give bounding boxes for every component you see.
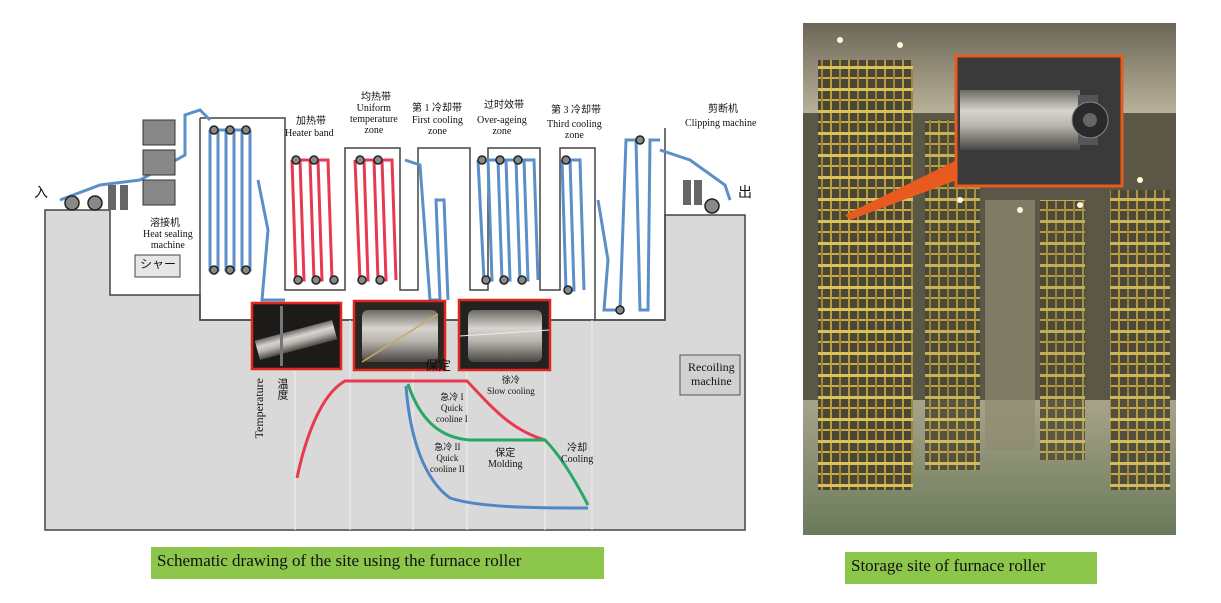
shear-box: [134, 254, 181, 278]
label-keep: 保定: [425, 358, 452, 373]
label-first-cool-cn: 第 1 冷却带: [412, 103, 462, 114]
label-heater-en: Heater band: [285, 128, 334, 139]
label-temperature-en: Temperature: [252, 378, 266, 439]
label-heater-cn: 加热带: [296, 116, 326, 127]
label-molding: 保定 Molding: [488, 448, 523, 470]
caption-right: Storage site of furnace roller: [845, 552, 1097, 584]
roller-photo-2: [352, 299, 447, 372]
label-overage-en: Over-ageing zone: [477, 115, 527, 137]
label-clip-cn: 剪断机: [708, 104, 738, 115]
roller-photo-3: [457, 298, 552, 372]
label-quick1: 急冷 I Quick cooline I: [436, 392, 468, 424]
label-quick2: 急冷 II Quick cooline II: [430, 442, 465, 474]
label-heat-seal-en: Heat sealing machine: [143, 229, 193, 251]
label-shear: シャー: [140, 257, 177, 271]
label-recoil: Recoiling machine: [688, 360, 735, 388]
roller-photo-1: [250, 301, 343, 371]
label-outlet: 出: [738, 186, 752, 201]
label-first-cool-en: First cooling zone: [412, 115, 463, 137]
roller-closeup: [954, 54, 1124, 188]
zoom-callout: [845, 160, 957, 220]
label-overage-cn: 过时效带: [484, 100, 524, 111]
caption-left: Schematic drawing of the site using the …: [151, 547, 604, 579]
label-heat-seal-cn: 溶接机: [150, 218, 180, 229]
furnace-schematic: [44, 108, 746, 531]
label-third-cool-cn: 第 3 冷却带: [551, 105, 601, 116]
label-uniform-en: Uniform temperature zone: [350, 103, 398, 136]
storage-photo: [803, 23, 1176, 535]
heating-curve: [295, 379, 412, 479]
clipping-machine: [683, 180, 702, 205]
label-cooling: 冷却 Cooling: [561, 443, 594, 465]
label-inlet: 入: [34, 186, 48, 201]
quick-cooling-curve: [404, 385, 589, 510]
slow-cooling-curve: [412, 379, 546, 442]
label-slow-cool: 徐冷 Slow cooling: [487, 375, 535, 396]
furnace-outline: [199, 117, 666, 321]
label-third-cool-en: Third cooling zone: [547, 119, 602, 141]
green-curve: [406, 383, 590, 506]
roll-markers: [64, 125, 720, 315]
temperature-profile: [294, 320, 593, 530]
heat-sealing-machine: [108, 119, 176, 210]
recoiling-frame: [679, 354, 741, 396]
label-uniform-cn: 均热带: [361, 92, 391, 103]
label-temperature-cn: 温度: [276, 378, 288, 400]
label-clip-en: Clipping machine: [685, 118, 757, 129]
